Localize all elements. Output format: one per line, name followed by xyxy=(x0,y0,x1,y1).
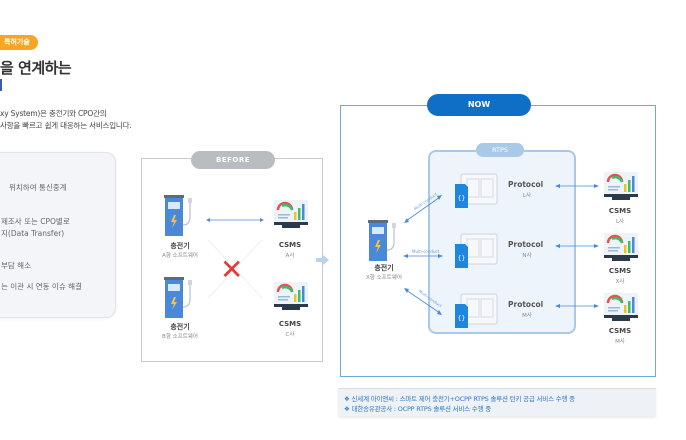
rtps-label: RTPS xyxy=(476,143,524,157)
csms-m-subtitle: M사 xyxy=(615,339,625,345)
feature-item: 지(Data Transfer) xyxy=(1,229,65,238)
protocol-m-subtitle: M사 xyxy=(522,313,532,319)
charger-a-subtitle: A향 소프트웨어 xyxy=(162,253,198,259)
protocol-icon: {} xyxy=(455,233,498,268)
note-item: ❖ 대한송유관공사 : OCPP RTPS 솔루션 서비스 수행 중 xyxy=(344,403,491,413)
connection-label: Multi-conduct xyxy=(412,249,440,254)
csms-x-title: CSMS xyxy=(608,267,632,275)
svg-text:{}: {} xyxy=(458,315,466,322)
csms-c-subtitle: C사 xyxy=(285,332,295,338)
description-line: xy System)은 충전기와 CPO간의 xyxy=(0,109,107,118)
reference-notes: ❖ 신세계 아이앤씨 : 스마트 제어 충전기+OCPP RTPS 솔루션 턴키… xyxy=(338,388,656,416)
protocol-n-title: Protocol xyxy=(508,240,544,249)
csms-monitor-icon xyxy=(604,293,638,321)
feature-box: 위치하여 통신중계 제조사 또는 CPO별로 지(Data Transfer) … xyxy=(0,152,116,318)
feature-item: 제조사 또는 CPO별로 xyxy=(1,217,70,226)
protocol-icon: {} xyxy=(455,293,498,328)
svg-text:{}: {} xyxy=(458,255,466,262)
page-title: 을 연계하는 xyxy=(0,59,72,77)
charger-x-title: 충전기 xyxy=(374,264,394,272)
note-item: ❖ 신세계 아이앤씨 : 스마트 제어 충전기+OCPP RTPS 솔루션 턴키… xyxy=(344,393,575,403)
csms-c-title: CSMS xyxy=(278,320,302,328)
ev-charger-icon xyxy=(368,220,396,261)
protocol-m-title: Protocol xyxy=(508,300,544,309)
csms-monitor-icon xyxy=(274,200,308,228)
transition-arrow-icon xyxy=(316,255,329,265)
csms-a-subtitle: A사 xyxy=(285,253,295,259)
ev-charger-icon xyxy=(164,277,192,318)
protocol-l-title: Protocol xyxy=(508,180,544,189)
blocked-x-icon: ✕ xyxy=(220,253,244,286)
title-accent xyxy=(0,79,2,91)
csms-a-title: CSMS xyxy=(278,241,302,249)
feature-item: 위치하여 통신중계 xyxy=(9,183,67,192)
protocol-l-subtitle: L사 xyxy=(522,193,532,199)
csms-m-title: CSMS xyxy=(608,327,632,335)
charger-a-title: 충전기 xyxy=(170,242,190,250)
charger-b-subtitle: B향 소프트웨어 xyxy=(162,334,198,340)
note-text: 대한송유관공사 : OCPP RTPS 솔루션 서비스 수행 중 xyxy=(351,405,492,413)
csms-monitor-icon xyxy=(274,282,308,310)
ev-charger-icon xyxy=(164,195,192,236)
protocol-n-subtitle: N사 xyxy=(522,253,532,259)
before-connections xyxy=(206,218,264,299)
note-text: 신세계 아이앤씨 : 스마트 제어 충전기+OCPP RTPS 솔루션 턴키 공… xyxy=(351,395,576,403)
note-bullet-icon: ❖ xyxy=(344,395,350,403)
patent-badge: 특허기술 xyxy=(0,35,38,50)
svg-text:{}: {} xyxy=(458,195,466,202)
description: xy System)은 충전기와 CPO간의 사항을 빠르고 쉽게 대응하는 서… xyxy=(0,108,132,132)
before-label: BEFORE xyxy=(191,151,275,169)
csms-monitor-icon xyxy=(604,233,638,261)
csms-monitor-icon xyxy=(604,172,638,200)
csms-x-subtitle: X사 xyxy=(615,279,625,285)
description-line: 사항을 빠르고 쉽게 대응하는 서비스입니다. xyxy=(0,121,132,130)
note-bullet-icon: ❖ xyxy=(344,405,350,413)
rtps-panel xyxy=(428,150,576,334)
protocol-icon: {} xyxy=(455,173,498,208)
csms-l-subtitle: L사 xyxy=(615,219,625,225)
charger-x-subtitle: X향 소프트웨어 xyxy=(366,275,402,281)
connection-label: Multi-conduct xyxy=(418,289,444,309)
protocol-csms-connections xyxy=(555,184,599,308)
csms-l-title: CSMS xyxy=(608,207,632,215)
before-panel xyxy=(141,158,323,362)
feature-item: 는 이관 시 연동 이슈 해결 xyxy=(1,282,82,291)
now-label: NOW xyxy=(427,94,531,116)
charger-b-title: 충전기 xyxy=(170,323,190,331)
now-charger-connections: Multi-conduct Multi-conduct Multi-conduc… xyxy=(403,191,444,315)
feature-item: 부담 해소 xyxy=(1,261,31,270)
